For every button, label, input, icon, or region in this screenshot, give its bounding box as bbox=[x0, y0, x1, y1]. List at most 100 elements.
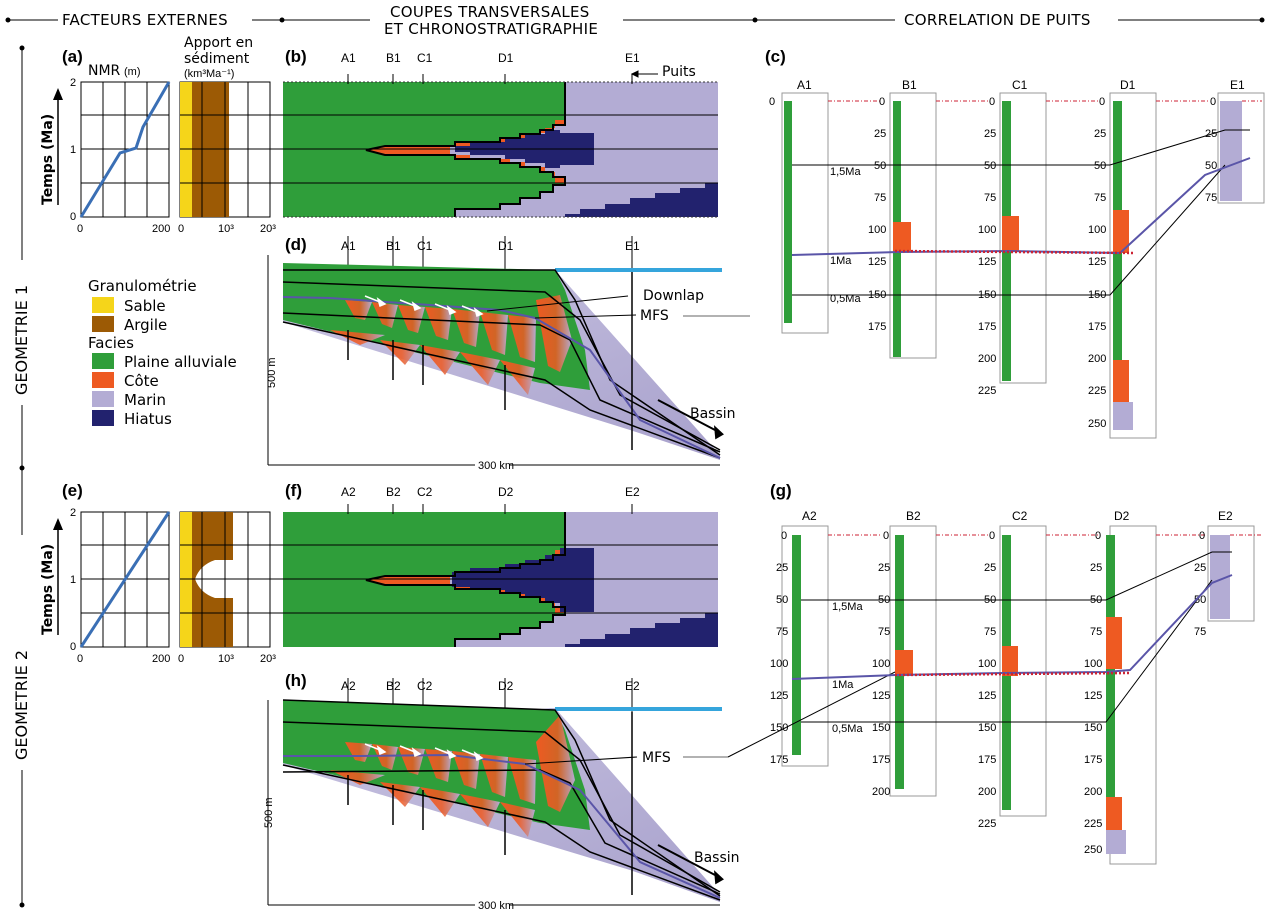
svg-text:1,5Ma: 1,5Ma bbox=[830, 166, 861, 178]
svg-text:0: 0 bbox=[77, 223, 83, 235]
svg-text:Plaine alluviale: Plaine alluviale bbox=[124, 353, 237, 371]
svg-text:E1: E1 bbox=[625, 51, 640, 65]
header: FACTEURS EXTERNES COUPES TRANSVERSALES E… bbox=[5, 3, 1265, 38]
svg-text:E2: E2 bbox=[625, 485, 640, 499]
header-left: FACTEURS EXTERNES bbox=[62, 11, 228, 29]
panel-h-label: (h) bbox=[285, 671, 307, 690]
svg-text:A2: A2 bbox=[341, 485, 356, 499]
svg-text:0: 0 bbox=[70, 211, 76, 223]
svg-text:125: 125 bbox=[868, 256, 886, 268]
svg-text:75: 75 bbox=[984, 626, 996, 638]
svg-text:B1: B1 bbox=[386, 239, 401, 253]
svg-text:D2: D2 bbox=[1114, 509, 1130, 523]
svg-text:B1: B1 bbox=[386, 51, 401, 65]
svg-text:50: 50 bbox=[1205, 160, 1217, 172]
svg-text:200: 200 bbox=[1088, 353, 1106, 365]
panel-d: A1 B1 C1 D1 E1 bbox=[266, 236, 750, 472]
svg-text:A1: A1 bbox=[341, 239, 356, 253]
geometry-labels: GEOMETRIE 1 GEOMETRIE 2 bbox=[12, 45, 31, 908]
svg-text:20³: 20³ bbox=[260, 653, 276, 665]
svg-text:0: 0 bbox=[769, 96, 775, 108]
svg-text:B2: B2 bbox=[386, 485, 401, 499]
svg-text:sédiment: sédiment bbox=[184, 51, 250, 67]
svg-text:Apport en: Apport en bbox=[184, 35, 253, 51]
svg-text:0: 0 bbox=[70, 641, 76, 653]
mfs-label-d: MFS bbox=[640, 308, 669, 324]
svg-text:10³: 10³ bbox=[218, 653, 234, 665]
svg-text:1,5Ma: 1,5Ma bbox=[832, 601, 863, 613]
bassin-label-h: Bassin bbox=[694, 850, 740, 866]
svg-text:0: 0 bbox=[883, 530, 889, 542]
svg-text:B2: B2 bbox=[386, 679, 401, 693]
svg-text:Argile: Argile bbox=[124, 316, 167, 334]
nmr-curve-2 bbox=[79, 511, 171, 648]
svg-text:150: 150 bbox=[978, 722, 996, 734]
svg-text:1Ma: 1Ma bbox=[832, 679, 854, 691]
svg-text:225: 225 bbox=[1088, 385, 1106, 397]
svg-text:75: 75 bbox=[776, 626, 788, 638]
svg-text:200: 200 bbox=[1084, 786, 1102, 798]
svg-text:A2: A2 bbox=[341, 679, 356, 693]
panel-f: A2 B2 C2 D2 E2 bbox=[270, 485, 718, 647]
panel-a-label: (a) bbox=[62, 47, 83, 66]
svg-text:E1: E1 bbox=[1230, 78, 1245, 92]
svg-text:A2: A2 bbox=[802, 509, 817, 523]
nmr-curve-1 bbox=[79, 81, 171, 218]
svg-text:150: 150 bbox=[872, 722, 890, 734]
svg-text:Côte: Côte bbox=[124, 372, 159, 390]
svg-text:0: 0 bbox=[989, 96, 995, 108]
temps-label-2: Temps (Ma) bbox=[40, 544, 56, 635]
sediment-supply-2: 0 10³ 20³ bbox=[178, 511, 276, 665]
svg-text:75: 75 bbox=[1194, 626, 1206, 638]
svg-text:C2: C2 bbox=[417, 679, 433, 693]
svg-text:0: 0 bbox=[77, 653, 83, 665]
svg-text:0: 0 bbox=[178, 653, 184, 665]
nmr-label: NMR bbox=[88, 63, 121, 79]
panel-g-label: (g) bbox=[770, 481, 792, 500]
svg-text:50: 50 bbox=[776, 594, 788, 606]
svg-text:C2: C2 bbox=[417, 485, 433, 499]
svg-text:0: 0 bbox=[1210, 96, 1216, 108]
temps-label-1: Temps (Ma) bbox=[40, 114, 56, 205]
svg-text:C1: C1 bbox=[417, 239, 433, 253]
svg-text:200: 200 bbox=[152, 223, 170, 235]
svg-text:150: 150 bbox=[1084, 722, 1102, 734]
svg-text:25: 25 bbox=[984, 562, 996, 574]
svg-text:B2: B2 bbox=[906, 509, 921, 523]
panel-a: NMR (m) 2 1 0 0 200 Temps (Ma) bbox=[40, 63, 170, 235]
svg-text:175: 175 bbox=[1084, 754, 1102, 766]
svg-text:0: 0 bbox=[879, 96, 885, 108]
svg-text:0: 0 bbox=[989, 530, 995, 542]
svg-text:500 m: 500 m bbox=[266, 357, 278, 388]
time-lines-1 bbox=[270, 114, 283, 184]
panel-h: A2 B2 C2 D2 E2 bbox=[263, 678, 740, 912]
svg-text:0: 0 bbox=[178, 223, 184, 235]
panel-e-label: (e) bbox=[62, 481, 83, 500]
svg-text:300 km: 300 km bbox=[478, 900, 514, 912]
svg-text:0: 0 bbox=[781, 530, 787, 542]
svg-text:E1: E1 bbox=[625, 239, 640, 253]
svg-text:E2: E2 bbox=[1218, 509, 1233, 523]
svg-text:1Ma: 1Ma bbox=[830, 255, 852, 267]
svg-text:50: 50 bbox=[1194, 594, 1206, 606]
svg-text:100: 100 bbox=[770, 658, 788, 670]
svg-text:25: 25 bbox=[1090, 562, 1102, 574]
header-middle-2: ET CHRONOSTRATIGRAPHIE bbox=[384, 20, 598, 38]
svg-text:2: 2 bbox=[70, 77, 76, 89]
panel-c-label: (c) bbox=[765, 47, 786, 66]
panel-d-label: (d) bbox=[285, 235, 307, 254]
svg-text:125: 125 bbox=[1084, 690, 1102, 702]
svg-text:100: 100 bbox=[1088, 224, 1106, 236]
geometry-1-label: GEOMETRIE 1 bbox=[12, 285, 31, 395]
svg-text:75: 75 bbox=[1090, 626, 1102, 638]
svg-text:175: 175 bbox=[770, 754, 788, 766]
svg-text:50: 50 bbox=[874, 160, 886, 172]
svg-text:D2: D2 bbox=[498, 485, 514, 499]
svg-text:25: 25 bbox=[878, 562, 890, 574]
wells-ticks-b bbox=[347, 70, 658, 84]
svg-text:100: 100 bbox=[978, 224, 996, 236]
svg-text:125: 125 bbox=[1088, 256, 1106, 268]
svg-text:225: 225 bbox=[1084, 818, 1102, 830]
